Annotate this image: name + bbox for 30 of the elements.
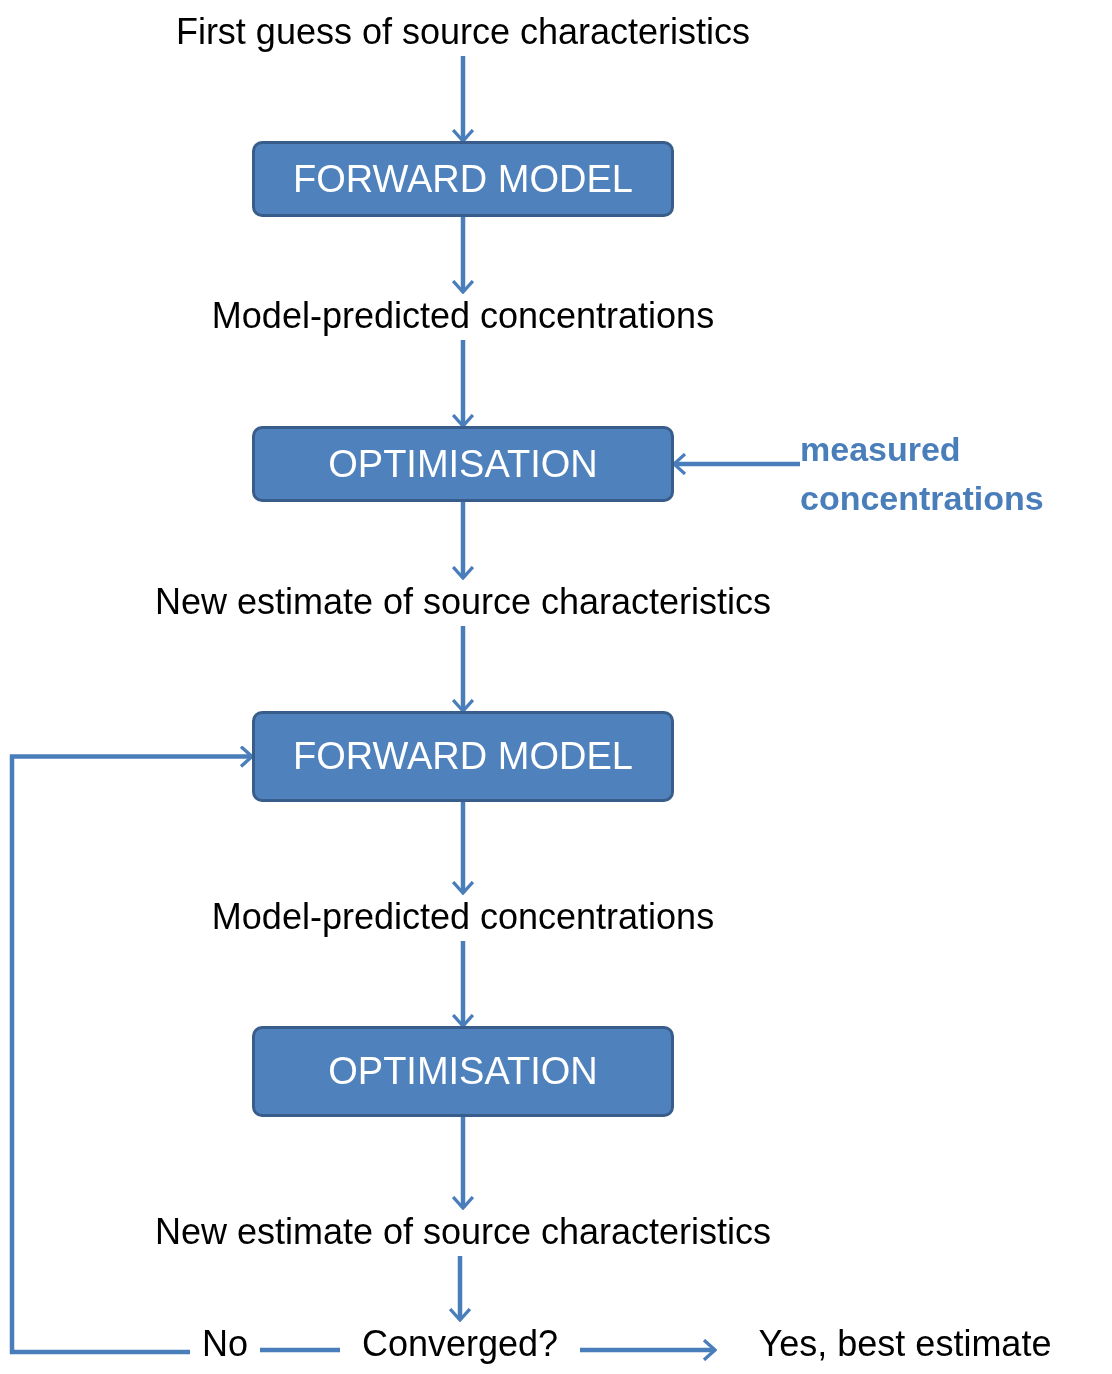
box-label: FORWARD MODEL xyxy=(293,157,633,201)
arrow xyxy=(451,802,475,895)
process-box xyxy=(252,711,674,802)
flow-text: First guess of source characteristics xyxy=(60,8,866,56)
process-box xyxy=(252,141,674,217)
flow-text: Yes, best estimate xyxy=(715,1320,1095,1368)
arrow xyxy=(451,502,475,580)
process-box xyxy=(252,426,674,502)
arrow xyxy=(451,626,475,713)
box-label: FORWARD MODEL xyxy=(293,735,633,778)
flow-text: New estimate of source characteristics xyxy=(40,1208,886,1256)
arrow xyxy=(580,1338,717,1362)
arrow xyxy=(9,744,254,1355)
flow-text: No xyxy=(190,1320,260,1368)
arrow xyxy=(672,452,800,476)
arrow xyxy=(451,217,475,294)
flow-text: New estimate of source characteristics xyxy=(40,578,886,626)
input-label: measured concentrations xyxy=(800,424,1110,524)
arrow xyxy=(451,1117,475,1210)
arrow xyxy=(451,941,475,1028)
connector-line xyxy=(260,1347,340,1353)
flow-text: Model-predicted concentrations xyxy=(60,292,866,340)
box-label: OPTIMISATION xyxy=(328,442,598,486)
arrow xyxy=(451,340,475,428)
arrow xyxy=(448,1256,472,1322)
process-box xyxy=(252,1026,674,1117)
flow-text: Converged? xyxy=(340,1320,580,1368)
arrow xyxy=(451,56,475,143)
flow-text: Model-predicted concentrations xyxy=(60,893,866,941)
box-label: OPTIMISATION xyxy=(328,1050,598,1093)
